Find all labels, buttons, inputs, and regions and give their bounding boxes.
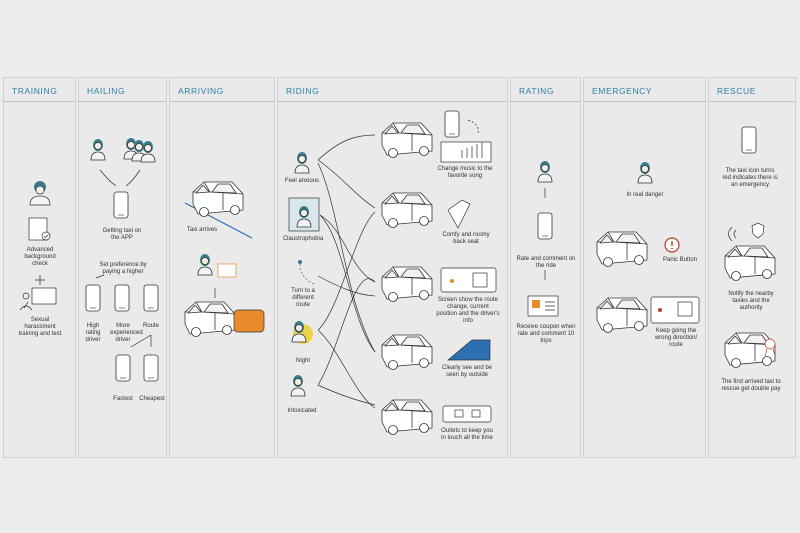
label-experienced: More experienced driver: [110, 323, 143, 343]
anxious-person-icon: [294, 151, 310, 174]
label-claustrophobia: Claustrophobia: [282, 236, 324, 242]
stage-title-rating: RATING: [511, 78, 580, 102]
screen-taxi-icon: [381, 266, 433, 302]
label-getting-taxi: Getting taxi on the APP: [102, 228, 142, 241]
map-phone-icon: [741, 126, 757, 154]
label-coupon: Receive coupon when rate and comment 10 …: [516, 324, 576, 344]
rating-person-icon: [537, 160, 553, 183]
outlet-taxi-icon: [381, 399, 433, 435]
double-pay-taxi-icon: [724, 332, 776, 368]
label-feel-anxious: Feel anxious: [284, 178, 320, 184]
check-document-icon: [28, 217, 51, 241]
cheapest-phone-icon: [143, 354, 159, 382]
label-clearly-see: Clearly see and be seen by outside: [441, 365, 493, 378]
panic-button-icon: [664, 237, 680, 253]
label-intoxicated: Intoxicated: [287, 408, 317, 414]
riding-connections: [317, 134, 376, 409]
danger-person-icon: [637, 161, 653, 184]
person-single-icon: [90, 138, 106, 161]
route-screen-icon: [440, 267, 497, 293]
arrow: [125, 169, 141, 187]
label-wrong-direction: Keep going the wrong direction/ route: [654, 328, 698, 348]
arrow: [99, 169, 117, 187]
label-comfy-seat: Comfy and roomy back seat: [442, 232, 490, 245]
label-icon-red: The taxi icon turns red indicates there …: [722, 168, 778, 188]
route-phone-icon: [143, 284, 159, 312]
passenger-icon: [197, 253, 213, 276]
label-real-danger: In real danger: [626, 192, 664, 198]
panel-emergency: EMERGENCY: [583, 77, 706, 458]
wrong-route-taxi-icon: [596, 297, 648, 333]
seat-icon: [447, 199, 471, 229]
rescue-taxi-icon: [724, 245, 776, 281]
label-route: Route: [142, 323, 159, 329]
night-person-icon: [291, 320, 313, 344]
police-badge-icon: [751, 222, 765, 239]
label-night: Night: [295, 358, 310, 364]
outlet-icon: [442, 405, 492, 423]
stage-title-arriving: ARRIVING: [170, 78, 274, 102]
intoxicated-person-icon: [290, 374, 306, 397]
label-outlets: Outlets to keep you in touch all the tim…: [441, 428, 493, 441]
training-class-icon: [19, 287, 57, 311]
people-group-icon: [123, 137, 156, 163]
experience-phone-icon: [114, 284, 130, 312]
luggage-icon: [217, 263, 237, 278]
stage-title-riding: RIDING: [278, 78, 507, 102]
driver-icon: [29, 181, 51, 206]
label-high-rating: High rating driver: [85, 323, 101, 343]
fastest-phone-icon: [115, 354, 131, 382]
stage-title-rescue: RESCUE: [709, 78, 795, 102]
rating-phone-icon: [85, 284, 101, 312]
window-glass-icon: [447, 339, 491, 361]
panel-training: TRAINING: [3, 77, 76, 458]
app-phone-icon: [113, 191, 129, 219]
rating-phone-icon: [537, 212, 553, 240]
label-notify: Notify the nearby taxies and the authori…: [728, 291, 774, 311]
music-taxi-icon: [381, 122, 433, 158]
music-phone-icon: [444, 110, 460, 138]
route-change-icon: [298, 260, 315, 285]
panel-hailing: HAILING: [78, 77, 167, 458]
label-change-music: Change music to the favorite song: [437, 166, 493, 179]
label-fastest: Fastest: [113, 396, 133, 402]
emergency-taxi-icon: [596, 231, 648, 267]
arriving-taxi-icon: [192, 181, 244, 217]
label-panic-button: Panic Button: [662, 257, 698, 263]
label-double-pay: The first arrived taxi to rescue get dou…: [721, 379, 781, 392]
label-taxi-arrives: Taxi arrives: [186, 227, 218, 233]
label-cheapest: Cheapest: [139, 396, 165, 402]
label-harassment-training: Sexual harassment training and test: [18, 317, 62, 337]
music-equalizer-icon: [440, 141, 492, 163]
panel-rating: RATING: [510, 77, 581, 458]
plus-icon: [35, 275, 45, 285]
label-rate-comment: Rate and comment on the ride: [516, 256, 576, 269]
orange-luggage-icon: [233, 309, 265, 333]
stage-title-emergency: EMERGENCY: [584, 78, 705, 102]
label-screen-show: Screen show the route change, current po…: [436, 297, 500, 324]
seat-taxi-icon: [381, 192, 433, 228]
label-background-check: Advanced background check: [24, 247, 56, 267]
stage-title-training: TRAINING: [4, 78, 75, 102]
label-set-preference: Set preference by paying a higher: [99, 262, 147, 275]
loading-taxi-icon: [184, 301, 236, 337]
coupon-icon: [527, 295, 559, 317]
label-turn-route: Turn to a different route: [291, 288, 315, 308]
award-icon: [764, 338, 776, 357]
window-taxi-icon: [381, 334, 433, 370]
arrow: [130, 334, 152, 348]
stage-title-hailing: HAILING: [79, 78, 166, 102]
